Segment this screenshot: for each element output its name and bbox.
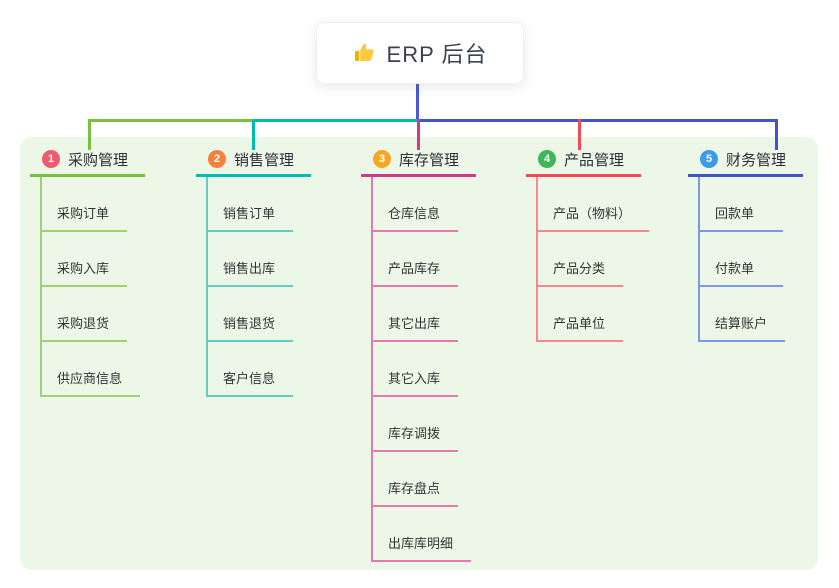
branch-node-5[interactable]: 5 财务管理 (688, 144, 804, 177)
connector-child-spine-3 (371, 177, 373, 562)
root-node-label: ERP 后台 (386, 42, 488, 67)
branch-node-3[interactable]: 3 库存管理 (361, 144, 477, 177)
branch-label: 采购管理 (68, 151, 129, 169)
connector-trunk-green (88, 119, 252, 122)
child-node[interactable]: 采购订单 (40, 177, 128, 232)
connector-branch-drop-3 (417, 119, 420, 150)
child-node[interactable]: 付款单 (698, 232, 783, 287)
branch-children-4: 产品（物料）产品分类产品单位 (536, 177, 650, 342)
branch-label: 产品管理 (564, 151, 625, 169)
child-node[interactable]: 其它入库 (371, 342, 459, 397)
branch-badge-4: 4 (538, 150, 556, 168)
child-node[interactable]: 采购退货 (40, 287, 128, 342)
branch-badge-1: 1 (42, 150, 60, 168)
connector-branch-drop-5 (775, 119, 778, 150)
branch-label: 销售管理 (234, 151, 295, 169)
branch-children-5: 回款单付款单结算账户 (698, 177, 786, 342)
root-node-erp[interactable]: ERP 后台 (316, 22, 524, 84)
branch-node-1[interactable]: 1 采购管理 (30, 144, 146, 177)
child-node[interactable]: 销售订单 (206, 177, 294, 232)
branch-children-1: 采购订单采购入库采购退货供应商信息 (40, 177, 141, 397)
child-node[interactable]: 库存盘点 (371, 452, 459, 507)
child-node[interactable]: 产品（物料） (536, 177, 650, 232)
child-node[interactable]: 产品单位 (536, 287, 624, 342)
branch-badge-3: 3 (373, 150, 391, 168)
connector-trunk-blue (417, 119, 778, 122)
child-node[interactable]: 出库库明细 (371, 507, 472, 562)
connector-child-spine-2 (206, 177, 208, 397)
child-node[interactable]: 销售退货 (206, 287, 294, 342)
child-node[interactable]: 回款单 (698, 177, 783, 232)
connector-branch-drop-2 (252, 119, 255, 150)
branch-label: 财务管理 (726, 151, 787, 169)
connector-child-spine-1 (40, 177, 42, 397)
connector-child-spine-5 (698, 177, 700, 342)
connector-trunk-teal (252, 119, 417, 122)
child-node[interactable]: 销售出库 (206, 232, 294, 287)
branch-label: 库存管理 (399, 151, 460, 169)
child-node[interactable]: 供应商信息 (40, 342, 141, 397)
child-node[interactable]: 其它出库 (371, 287, 459, 342)
branch-children-3: 仓库信息产品库存其它出库其它入库库存调拨库存盘点出库库明细 (371, 177, 472, 562)
connector-branch-drop-1 (88, 119, 91, 150)
connector-branch-drop-4 (578, 119, 581, 150)
connector-child-spine-4 (536, 177, 538, 342)
child-node[interactable]: 仓库信息 (371, 177, 459, 232)
child-node[interactable]: 客户信息 (206, 342, 294, 397)
branch-node-2[interactable]: 2 销售管理 (196, 144, 312, 177)
child-node[interactable]: 产品分类 (536, 232, 624, 287)
branch-badge-5: 5 (700, 150, 718, 168)
branch-badge-2: 2 (208, 150, 226, 168)
branch-children-2: 销售订单销售出库销售退货客户信息 (206, 177, 294, 397)
thumbs-up-icon (353, 41, 377, 65)
child-node[interactable]: 产品库存 (371, 232, 459, 287)
branches-panel (20, 137, 818, 570)
child-node[interactable]: 库存调拨 (371, 397, 459, 452)
child-node[interactable]: 采购入库 (40, 232, 128, 287)
connector-root-drop (416, 82, 419, 122)
child-node[interactable]: 结算账户 (698, 287, 786, 342)
branch-node-4[interactable]: 4 产品管理 (526, 144, 642, 177)
